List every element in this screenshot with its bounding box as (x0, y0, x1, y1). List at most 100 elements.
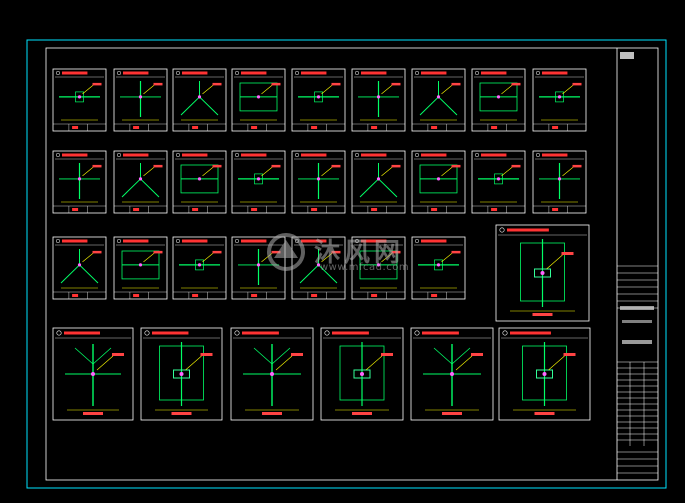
weld-block (494, 173, 503, 185)
panel-title-bar (241, 71, 267, 75)
panel-border (411, 68, 466, 132)
panel-index-circle (474, 152, 480, 158)
panel-title-bar (481, 71, 507, 75)
panel-border (52, 150, 107, 214)
table-mark (371, 126, 378, 129)
weld-label (112, 353, 124, 356)
panel-title-bar (481, 153, 507, 157)
panel-border (471, 68, 526, 132)
title-block-tag (620, 52, 634, 59)
title-block-field (620, 306, 654, 310)
weld-label (511, 82, 521, 86)
panel-border (351, 68, 406, 132)
detail-panel (411, 150, 466, 214)
leader-line (381, 84, 393, 95)
panel-title-bar (152, 331, 189, 335)
leader-line (143, 84, 155, 95)
leader-line (546, 254, 563, 270)
panel-border (498, 327, 591, 421)
weld-label (331, 82, 341, 86)
panel-index-circle (354, 152, 360, 158)
panel-title-bar (182, 153, 208, 157)
weld-block (434, 259, 443, 271)
table-mark (552, 208, 559, 211)
weld-block (254, 173, 263, 185)
weld-symbol (270, 372, 274, 376)
panel-title-bar (421, 153, 447, 157)
panel-index-circle (414, 152, 420, 158)
leader-line (441, 252, 453, 263)
leader-line (202, 84, 214, 95)
panel-title-bar (301, 153, 327, 157)
detail-panel (532, 68, 587, 132)
weld-block (75, 91, 84, 103)
weld-label (271, 164, 281, 168)
weld-symbol (91, 372, 95, 376)
detail-panel (471, 68, 526, 132)
panel-title-bar (62, 71, 88, 75)
leader-line (275, 355, 293, 371)
weld-label (153, 164, 163, 168)
weld-label (271, 250, 281, 254)
leader-line (381, 252, 393, 263)
weld-symbol (316, 263, 321, 267)
weld-label (451, 250, 461, 254)
panel-border (411, 150, 466, 214)
weld-symbol (197, 95, 202, 99)
table-mark (192, 294, 199, 297)
panel-title-bar (123, 239, 149, 243)
panel-border (532, 150, 587, 214)
outer-frame (26, 39, 667, 489)
panel-border (52, 236, 107, 300)
large-detail-panel (410, 327, 494, 421)
panel-index-circle (294, 152, 300, 158)
panel-title-bar (507, 228, 549, 232)
detail-panel (351, 68, 406, 132)
table-mark (431, 294, 438, 297)
panel-index-circle (175, 152, 181, 158)
table-mark (371, 294, 378, 297)
weld-label (391, 250, 401, 254)
panel-border (231, 68, 286, 132)
dimension-label (532, 313, 553, 316)
panel-index-circle (234, 152, 240, 158)
table-mark (371, 208, 378, 211)
weld-label (200, 353, 213, 356)
table-mark (251, 126, 258, 129)
table-mark (192, 208, 199, 211)
table-mark (491, 208, 498, 211)
panel-border (320, 327, 404, 421)
weld-symbol (557, 95, 562, 99)
leader-line (261, 166, 273, 177)
panel-title-bar (361, 71, 387, 75)
dimension-label (442, 412, 462, 415)
panel-title-bar (182, 239, 208, 243)
weld-symbol (77, 177, 82, 181)
panel-border (172, 150, 227, 214)
brace-line (74, 347, 112, 365)
detail-panel (52, 150, 107, 214)
detail-panel (113, 68, 168, 132)
weld-label (572, 164, 582, 168)
leader-line (455, 355, 473, 371)
table-mark (192, 126, 199, 129)
panel-title-bar (301, 239, 327, 243)
panel-index-circle (55, 70, 61, 76)
panel-title-bar (64, 331, 100, 335)
large-detail-panel (495, 224, 590, 322)
panel-border (52, 327, 134, 421)
panel-index-circle (175, 238, 181, 244)
panel-index-circle (144, 330, 150, 336)
detail-panel (351, 150, 406, 214)
panel-title-bar (361, 239, 387, 243)
leader-line (82, 84, 94, 95)
leader-line (501, 84, 513, 95)
panel-index-circle (474, 70, 480, 76)
panel-title-bar (62, 153, 88, 157)
weld-symbol (138, 177, 143, 181)
panel-index-circle (234, 330, 240, 336)
dimension-label (83, 412, 103, 415)
panel-border (351, 236, 406, 300)
weld-symbol (138, 95, 143, 99)
panel-title-bar (123, 71, 149, 75)
